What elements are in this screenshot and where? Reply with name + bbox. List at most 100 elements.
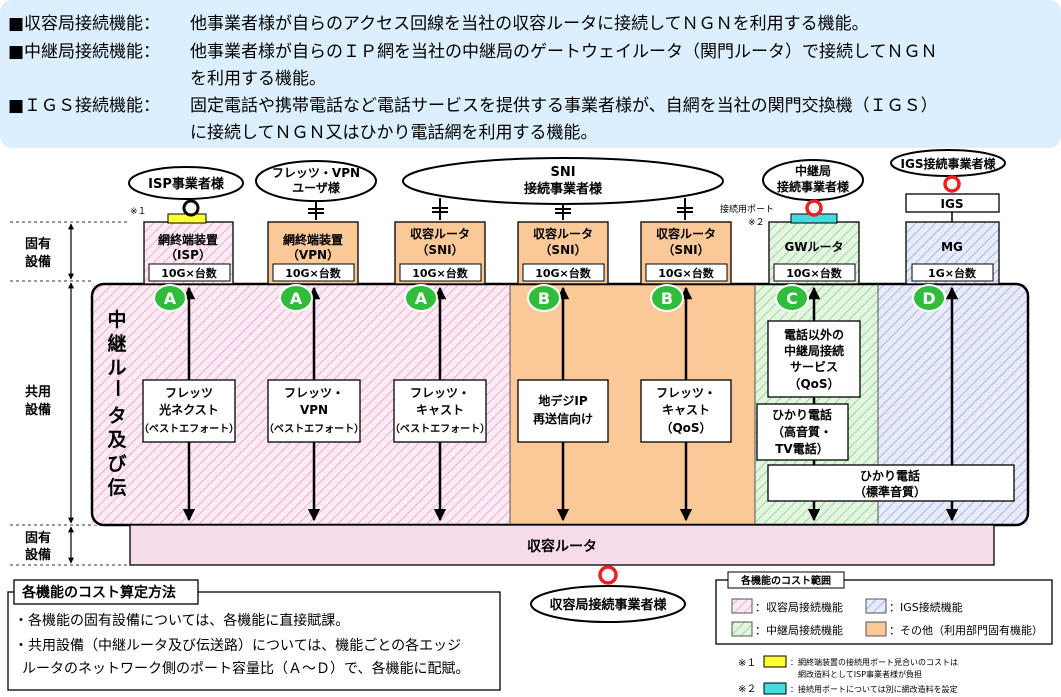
svg-text:（VPN）: （VPN） bbox=[287, 247, 339, 262]
dedicated-top-label-2: 設備 bbox=[25, 254, 51, 270]
svg-text:C: C bbox=[786, 289, 798, 308]
svg-text:フレッツ・: フレッツ・ bbox=[656, 386, 716, 400]
svg-text:中継局接続: 中継局接続 bbox=[784, 343, 844, 358]
bottom-access-router: 収容ルータ bbox=[129, 524, 995, 566]
header-text-3b: に接続してＮＧＮ又はひかり電話網を利用する機能。 bbox=[190, 123, 598, 143]
svg-text:中: 中 bbox=[107, 308, 126, 331]
svg-text:（SNI）: （SNI） bbox=[416, 242, 463, 257]
relay-router-vertical-title: 中 継 ル ー タ 及 び 伝 送 bbox=[106, 308, 128, 499]
device-gw-router: 接続用ポート ※２ GWルータ 10G×台数 bbox=[720, 199, 860, 285]
top-connectors bbox=[308, 198, 693, 220]
svg-text:電話以外の: 電話以外の bbox=[784, 327, 844, 342]
svg-text:（標準音質）: （標準音質） bbox=[854, 484, 926, 499]
svg-text:ー: ー bbox=[106, 378, 128, 397]
svg-text:10G×台数: 10G×台数 bbox=[535, 266, 592, 280]
service-flets-next: フレッツ 光ネクスト （ベストエフォート） bbox=[139, 379, 239, 443]
service-relay-non-phone: 電話以外の 中継局接続 サービス （QoS） bbox=[767, 320, 861, 398]
header-label-1: ■収容局接続機能： bbox=[8, 14, 160, 34]
legend-label-relay: ：中継局接続機能 bbox=[755, 623, 843, 637]
igs-connection-ring bbox=[943, 175, 961, 193]
legend-label-igs: ：IGS接続機能 bbox=[889, 600, 963, 614]
cost-method-item-2b: ルータのネットワーク側のポート容量比（Ａ～Ｄ）で、各機能に配賦。 bbox=[22, 660, 469, 677]
svg-text:再送信向け: 再送信向け bbox=[533, 411, 593, 426]
svg-text:収容ルータ: 収容ルータ bbox=[533, 226, 593, 241]
cost-method-box: 各機能のコスト算定方法 ・各機能の固有設備については、各機能に直接賦課。 ・共用… bbox=[7, 579, 501, 691]
sni-carrier-label-1: SNI bbox=[550, 165, 575, 180]
cost-method-item-2a: ・共用設備（中継ルータ及び伝送路）については、機能ごとの各エッジ bbox=[14, 638, 461, 654]
svg-text:収容ルータ: 収容ルータ bbox=[410, 226, 470, 241]
header-label-3: ■ＩＧＳ接続機能： bbox=[8, 96, 160, 116]
legend-label-access: ：収容局接続機能 bbox=[755, 600, 843, 614]
svg-text:1G×台数: 1G×台数 bbox=[928, 266, 977, 280]
access-carrier: 収容局接続事業者様 bbox=[530, 565, 686, 623]
service-terrestrial-ip: 地デジIP 再送信向け bbox=[517, 379, 609, 443]
header-text-2b: を利用する機能。 bbox=[190, 69, 326, 89]
device-vpn: 網終端装置 （VPN） 10G×台数 bbox=[267, 221, 359, 285]
device-mg: IGS MG 1G×台数 bbox=[905, 175, 1000, 285]
svg-text:ひかり電話: ひかり電話 bbox=[772, 407, 832, 422]
header-text-3: 固定電話や携帯電話など電話サービスを提供する事業者様が、自網を当社の関門交換機（… bbox=[190, 96, 938, 116]
svg-text:（QoS）: （QoS） bbox=[660, 420, 711, 435]
svg-text:フレッツ: フレッツ bbox=[165, 386, 213, 400]
svg-text:（QoS）: （QoS） bbox=[788, 376, 839, 391]
svg-text:光ネクスト: 光ネクスト bbox=[158, 402, 219, 417]
footnote-1-swatch bbox=[763, 655, 787, 668]
svg-text:VPN: VPN bbox=[300, 403, 328, 417]
svg-text:B: B bbox=[538, 289, 550, 308]
svg-text:10G×台数: 10G×台数 bbox=[786, 266, 843, 280]
vpn-user-label-2: ユーザ様 bbox=[292, 180, 341, 195]
device-isp: ※１ 網終端装置 （ISP） 10G×台数 bbox=[130, 199, 234, 285]
header-lines: ■収容局接続機能： 他事業者様が自らのアクセス回線を当社の収容ルータに接続してＮ… bbox=[8, 14, 938, 143]
service-flets-cast-qos: フレッツ・ キャスト （QoS） bbox=[640, 379, 732, 443]
legend-swatch-blue bbox=[865, 598, 887, 614]
badge-a-3: A bbox=[404, 284, 438, 312]
svg-text:10G×台数: 10G×台数 bbox=[412, 266, 469, 280]
footnote-1-mark: ※１ bbox=[738, 658, 756, 669]
svg-text:IGS: IGS bbox=[941, 197, 964, 211]
header-text-1: 他事業者様が自らのアクセス回線を当社の収容ルータに接続してＮＧＮを利用する機能。 bbox=[190, 14, 869, 34]
svg-text:フレッツ・: フレッツ・ bbox=[410, 386, 470, 400]
shared-label-1: 共用 bbox=[25, 384, 51, 400]
svg-text:キャスト: キャスト bbox=[416, 403, 464, 417]
svg-text:A: A bbox=[415, 289, 428, 308]
capacity-badges: A A A B B C D bbox=[153, 284, 946, 312]
device-sni-3: 収容ルータ （SNI） 10G×台数 bbox=[640, 221, 732, 285]
svg-text:伝: 伝 bbox=[107, 477, 126, 499]
svg-text:（ベストエフォート）: （ベストエフォート） bbox=[139, 422, 239, 435]
svg-text:ひかり電話: ひかり電話 bbox=[860, 468, 920, 483]
footnote-1-line-2: 網改造料としてISP事業者様が負担 bbox=[798, 669, 922, 679]
gw-connection-ring bbox=[805, 199, 823, 217]
badge-d: D bbox=[912, 284, 946, 312]
service-hikari-standard: ひかり電話 （標準音質） bbox=[767, 464, 1015, 502]
cost-scope-legend: 各機能のコスト範囲 ：収容局接続機能 ：IGS接続機能 ：中継局接続機能 ：その… bbox=[715, 571, 1053, 645]
legend-swatch-green bbox=[731, 621, 753, 637]
svg-text:B: B bbox=[661, 289, 673, 308]
badge-b-1: B bbox=[527, 284, 561, 312]
relay-carrier-label-1: 中継局 bbox=[795, 163, 831, 178]
side-labels: 固有 設備 共用 設備 固有 設備 bbox=[10, 221, 130, 566]
isp-connection-ring bbox=[182, 199, 200, 217]
port-note: 接続用ポート bbox=[720, 203, 774, 215]
svg-text:ル: ル bbox=[107, 357, 126, 379]
header-text-2: 他事業者様が自らのＩＰ網を当社の中継局のゲートウェイルータ（関門ルータ）で接続し… bbox=[190, 42, 938, 62]
legend-swatch-orange bbox=[865, 621, 887, 637]
isp-carrier-label: ISP事業者様 bbox=[148, 176, 225, 192]
port-note-mark: ※２ bbox=[748, 218, 765, 228]
svg-text:継: 継 bbox=[107, 332, 126, 355]
svg-text:網終端装置: 網終端装置 bbox=[283, 232, 343, 247]
igs-carrier-label: IGS接続事業者様 bbox=[901, 156, 997, 171]
badge-c: C bbox=[775, 284, 809, 312]
svg-text:及: 及 bbox=[107, 429, 127, 451]
vpn-user-label-1: フレッツ・VPN bbox=[272, 166, 360, 180]
svg-text:地デジIP: 地デジIP bbox=[538, 393, 587, 408]
svg-text:タ: タ bbox=[107, 405, 126, 427]
svg-text:収容ルータ: 収容ルータ bbox=[656, 226, 716, 241]
svg-text:10G×台数: 10G×台数 bbox=[285, 266, 342, 280]
header-label-2: ■中継局接続機能： bbox=[8, 42, 160, 62]
svg-text:（SNI）: （SNI） bbox=[662, 242, 709, 257]
svg-text:収容ルータ: 収容ルータ bbox=[527, 538, 597, 555]
external-entities: ISP事業者様 フレッツ・VPN ユーザ様 SNI 接続事業者様 中継局 接続事… bbox=[128, 149, 1006, 205]
footnotes: ※１ ：網終端装置の接続用ポート見合いのコストは 網改造料としてISP事業者様が… bbox=[738, 655, 958, 695]
svg-text:A: A bbox=[164, 289, 177, 308]
svg-text:（ISP）: （ISP） bbox=[165, 247, 211, 262]
